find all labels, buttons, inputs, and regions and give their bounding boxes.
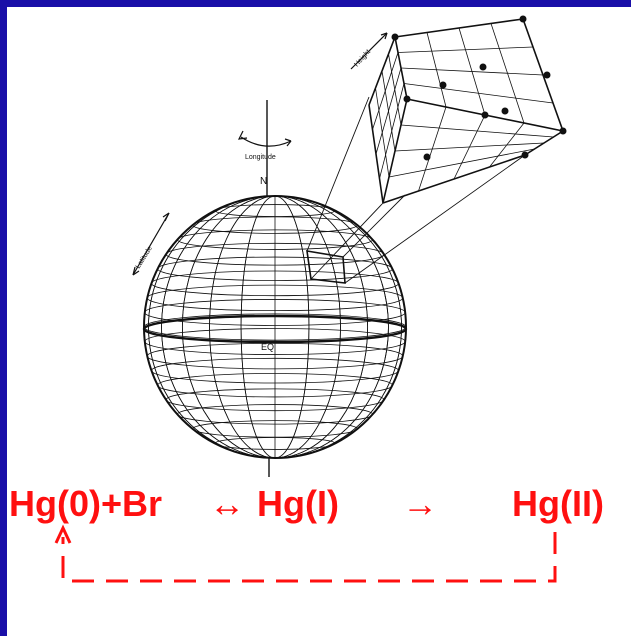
- grid-box-line: [379, 83, 405, 179]
- grid-box-line: [375, 67, 402, 155]
- grid-box-line: [453, 114, 486, 180]
- reduction-cycle-arrow: [54, 524, 557, 583]
- grid-box-line: [522, 18, 564, 132]
- longitude-line: [240, 196, 310, 458]
- globe: [142, 100, 408, 477]
- grid-node: [521, 151, 529, 159]
- grid-box-line: [375, 87, 390, 178]
- latitude-line: [144, 328, 406, 355]
- mercury-reaction-equation: Hg(0)+Br ↔ Hg(I) → Hg(II): [7, 474, 631, 534]
- grid-box-line: [489, 122, 525, 168]
- latitude-line: [176, 404, 374, 425]
- latitude-line: [144, 313, 406, 341]
- longitude-line: [148, 196, 402, 458]
- earth-grid-diagram: N EQ Longitude Latitude Height: [54, 15, 567, 583]
- grid-box-line: [368, 36, 396, 106]
- longitude-line: [161, 196, 389, 458]
- slide: N EQ Longitude Latitude Height Hg(0)+Br …: [7, 7, 631, 636]
- grid-node: [403, 95, 411, 103]
- grid-node: [423, 153, 431, 161]
- forward-arrow: →: [402, 483, 438, 524]
- projection-lines: [306, 96, 526, 284]
- height-label: Height: [353, 49, 372, 69]
- species-hg1: Hg(I): [257, 483, 339, 524]
- north-label: N: [260, 176, 267, 187]
- grid-box-line: [524, 130, 564, 156]
- grid-box-line: [368, 104, 384, 204]
- latitude-arrow-icon: [132, 212, 170, 276]
- highlighted-grid-cell: [306, 250, 346, 284]
- grid-box-line: [388, 148, 535, 178]
- grid-box-line: [403, 83, 554, 104]
- grid-box-line: [400, 67, 544, 76]
- reversible-arrow: ↔: [209, 483, 245, 524]
- 3d-grid-box: [368, 15, 567, 204]
- longitude-rotation-icon: [237, 130, 292, 147]
- latitude-line: [144, 299, 406, 326]
- height-arrow-icon: [350, 32, 388, 70]
- grid-box-line: [382, 154, 526, 204]
- grid-node: [391, 33, 399, 41]
- grid-node: [519, 15, 527, 23]
- longitude-line: [209, 196, 341, 458]
- grid-node: [439, 81, 447, 89]
- latitude-line: [176, 229, 374, 250]
- grid-node: [501, 107, 509, 115]
- longitude-line: [181, 196, 369, 458]
- species-hg0-br: Hg(0)+Br: [9, 483, 163, 524]
- grid-node: [479, 63, 487, 71]
- grid-box-line: [490, 23, 525, 124]
- grid-node: [481, 111, 489, 119]
- equator-line: [142, 314, 408, 344]
- equator-label: EQ: [261, 342, 274, 352]
- longitude-label: Longitude: [245, 154, 276, 161]
- grid-node: [543, 71, 551, 79]
- grid-node: [559, 127, 567, 135]
- latitude-line: [192, 216, 358, 234]
- species-hg2: Hg(II): [512, 483, 604, 524]
- grid-box-line: [382, 98, 408, 204]
- latitude-label: Latitude: [135, 245, 154, 270]
